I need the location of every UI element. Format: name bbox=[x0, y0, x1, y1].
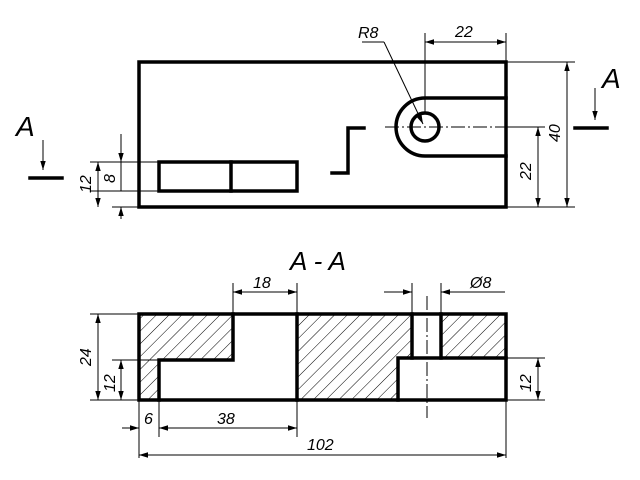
slot-length-dimension: 22 bbox=[454, 24, 473, 41]
total-height-dimension: 24 bbox=[78, 348, 95, 367]
height-dimension: 40 bbox=[547, 124, 564, 142]
pocket-outline bbox=[157, 160, 299, 193]
left-step-outline bbox=[157, 312, 235, 402]
slot-offset-dimension: 22 bbox=[518, 162, 535, 181]
hole-diameter-dimension: Ø8 bbox=[469, 275, 491, 292]
wall-dimension: 6 bbox=[144, 411, 153, 428]
cut-label-right: A bbox=[600, 63, 621, 94]
pocket-outer-dimension: 12 bbox=[78, 175, 95, 193]
top-view-dimensions: R8 22 40 22 12 8 bbox=[78, 24, 575, 219]
top-view bbox=[137, 60, 518, 209]
section-dimensions: 18 Ø8 24 12 12 6 38 102 bbox=[78, 275, 545, 458]
step-height-left-dimension: 12 bbox=[102, 374, 119, 392]
hatch-left bbox=[139, 314, 233, 400]
cut-label-left: A bbox=[14, 111, 35, 142]
cutting-plane-right: A bbox=[573, 63, 621, 130]
pocket-length-dimension: 38 bbox=[217, 411, 235, 428]
top-view-outline bbox=[137, 60, 508, 209]
step-height-right-dimension: 12 bbox=[518, 374, 535, 392]
cutting-plane-left: A bbox=[14, 111, 64, 180]
total-length-dimension: 102 bbox=[307, 437, 334, 454]
hatch-middle bbox=[297, 314, 412, 400]
right-step-outline bbox=[396, 356, 508, 402]
hatch-right bbox=[441, 314, 506, 358]
section-view bbox=[137, 296, 508, 418]
step-width-dimension: 18 bbox=[253, 275, 271, 292]
section-path-marker bbox=[330, 126, 366, 175]
section-title: A - A bbox=[288, 246, 346, 276]
pocket-inner-dimension: 8 bbox=[102, 174, 119, 183]
radius-dimension: R8 bbox=[358, 25, 379, 42]
